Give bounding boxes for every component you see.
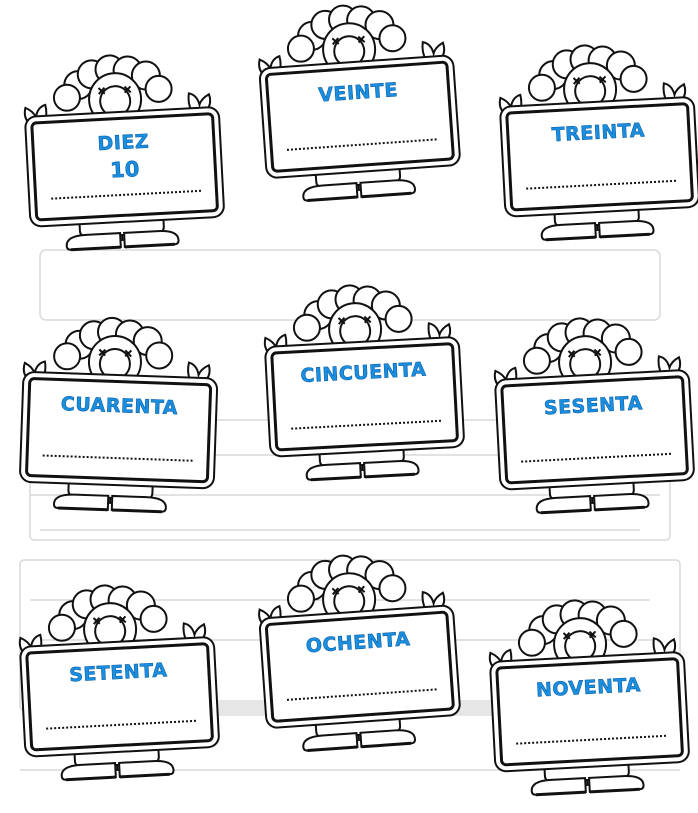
clown-card: NOVENTA (470, 594, 698, 805)
sign-word-label: OCHENTA (305, 628, 412, 658)
clown-card: OCHENTA (238, 548, 471, 763)
sign-word-label: SESENTA (543, 392, 644, 420)
answer-dotted-line[interactable] (286, 688, 437, 701)
clown-figure (258, 4, 446, 203)
clown-card: VEINTE (238, 0, 471, 212)
answer-dotted-line[interactable] (516, 734, 667, 745)
answer-dotted-line[interactable] (42, 454, 193, 462)
answer-dotted-line[interactable] (286, 138, 437, 151)
answer-dotted-line[interactable] (51, 189, 202, 200)
sign-word-label: NOVENTA (535, 674, 642, 702)
sign-number-value: 10 (109, 157, 140, 183)
number-sign: CINCUENTA (270, 342, 460, 452)
clown-card: SETENTA (0, 579, 230, 790)
clown-figure (498, 44, 687, 242)
number-sign: OCHENTA (264, 610, 456, 723)
number-sign: SETENTA (25, 642, 215, 752)
number-sign: VEINTE (264, 60, 456, 173)
answer-dotted-line[interactable] (521, 452, 672, 463)
clown-card: CINCUENTA (245, 279, 475, 490)
clown-card: CUARENTA (2, 314, 229, 522)
clown-figure (22, 316, 211, 514)
number-sign: NOVENTA (495, 657, 685, 767)
sign-word-label: VEINTE (317, 79, 399, 107)
answer-dotted-line[interactable] (291, 419, 442, 430)
answer-dotted-line[interactable] (526, 179, 677, 190)
sign-word-label: CINCUENTA (299, 358, 427, 388)
clown-card: SESENTA (475, 312, 698, 523)
number-sign: CUARENTA (24, 376, 213, 484)
clown-card: TREINTA (480, 39, 698, 250)
clown-figure (493, 317, 682, 515)
number-sign: TREINTA (505, 102, 695, 212)
answer-dotted-line[interactable] (46, 719, 197, 730)
sign-word-label: TREINTA (551, 119, 646, 147)
number-sign: SESENTA (500, 375, 690, 485)
sign-word-label: CUARENTA (60, 393, 179, 420)
sign-word-label: SETENTA (68, 659, 168, 687)
